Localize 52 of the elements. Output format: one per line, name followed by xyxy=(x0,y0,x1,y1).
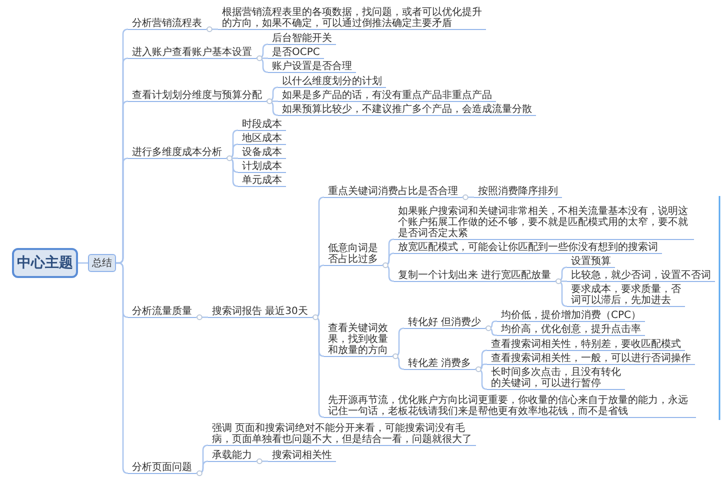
topic-label: 账户设置是否合理 xyxy=(268,61,356,73)
topic-label: 查看搜索词相关性，一般，可以进行否词操作 xyxy=(487,353,695,365)
topic-label: 以什么维度划分的计划 xyxy=(278,76,386,88)
topic-label: 均价高，优化创意，提升点击率 xyxy=(497,324,645,336)
branch-line xyxy=(116,262,129,474)
topic-label: 长时间多次点击，且没有转化的关键词，可以进行暂停 xyxy=(487,367,625,390)
topic-label: 分析页面问题 xyxy=(128,462,196,474)
branch-line xyxy=(196,316,208,318)
branch-line xyxy=(116,158,129,264)
topic-label: 按照消费降序排列 xyxy=(474,186,562,198)
topic-label: 后台智能开关 xyxy=(268,33,336,45)
topic-label: 分析流量质量 xyxy=(128,306,196,318)
topic-label: 强调 页面和搜索词绝对不能分开来看，可能搜索词没有毛病，页面单独看也问题不大，但是结合一看，问题就很大了 xyxy=(208,423,476,446)
topic-label: 单元成本 xyxy=(238,175,286,187)
branch-line xyxy=(392,356,405,370)
branch-line xyxy=(462,196,474,198)
topic-label: 转化好 但消费少 xyxy=(404,317,486,329)
branch-line xyxy=(485,328,497,336)
topic-label: 低意向词是否占比过多 xyxy=(324,243,382,266)
topic-label: 搜索词报告 最近30天 xyxy=(208,306,312,318)
topic-label: 时段成本 xyxy=(238,119,286,131)
topic-label: 查看搜索词相关性，特别差，要收匹配模式 xyxy=(487,339,685,351)
branch-line xyxy=(196,460,209,474)
topic-label: 查看关键词效果，找到收量和放量的方向 xyxy=(324,323,392,357)
topic-label: 先开源再节流，优化账户方向比词更重要，你收量的信心来自于放量的能力，永远记住一句话，老板花钱请我们来是帮他更有效率地花钱，而不是省钱 xyxy=(324,395,696,418)
topic-label: 查看计划划分维度与预算分配 xyxy=(128,90,266,102)
main-topic: 总结 xyxy=(88,254,116,272)
topic-label: 进行多维度成本分析 xyxy=(128,147,226,159)
topic-label: 计划成本 xyxy=(238,161,286,173)
topic-label: 如果账户搜索词和关键词非常相关，不相关流量基本没有，说明这个账户拓展工作做的还不够，要不就是匹配模式用的太窄，要不就是否词否定太紧 xyxy=(394,206,694,240)
topic-label: 分析营销流程表 xyxy=(128,18,206,30)
topic-label: 如果预算比较少，不建议推广多个产品，会造成流量分散 xyxy=(278,104,536,116)
topic-label: 地区成本 xyxy=(238,133,286,145)
topic-label: 均价低，提价增加消费（CPC） xyxy=(497,310,645,322)
central-topic: 中心主题 xyxy=(12,248,78,278)
topic-label: 进入账户查看账户基本设置 xyxy=(128,47,256,59)
topic-label: 是否OCPC xyxy=(268,47,324,59)
topic-label: 搜索词相关性 xyxy=(268,450,336,462)
branch-line xyxy=(256,460,268,462)
topic-label: 放宽匹配模式，可能会让你匹配到一些你没有想到的搜索词 xyxy=(394,242,662,254)
topic-label: 设置预算 xyxy=(567,256,615,268)
topic-label: 设备成本 xyxy=(238,147,286,159)
topic-label: 根据营销流程表里的各项数据，找问题，或者可以优化提升的方向，如果不确定，可以通过倒推法确定主要矛盾 xyxy=(218,7,486,30)
branch-line xyxy=(78,262,88,264)
topic-label: 承载能力 xyxy=(208,450,256,462)
topic-label: 转化差 消费多 xyxy=(404,358,476,370)
topic-label: 比较急，就少否词，设置不否词 xyxy=(567,270,715,282)
topic-label: 重点关键词消费占比是否合理 xyxy=(324,186,462,198)
topic-label: 如果是多产品的话，有没有重点产品非重点产品 xyxy=(278,90,496,102)
topic-label: 复制一个计划出来 进行宽匹配放量 xyxy=(394,270,556,282)
topic-label: 要求成本，要求质量，否词可以滞后，先加进去 xyxy=(567,284,685,307)
branch-line xyxy=(206,28,218,30)
